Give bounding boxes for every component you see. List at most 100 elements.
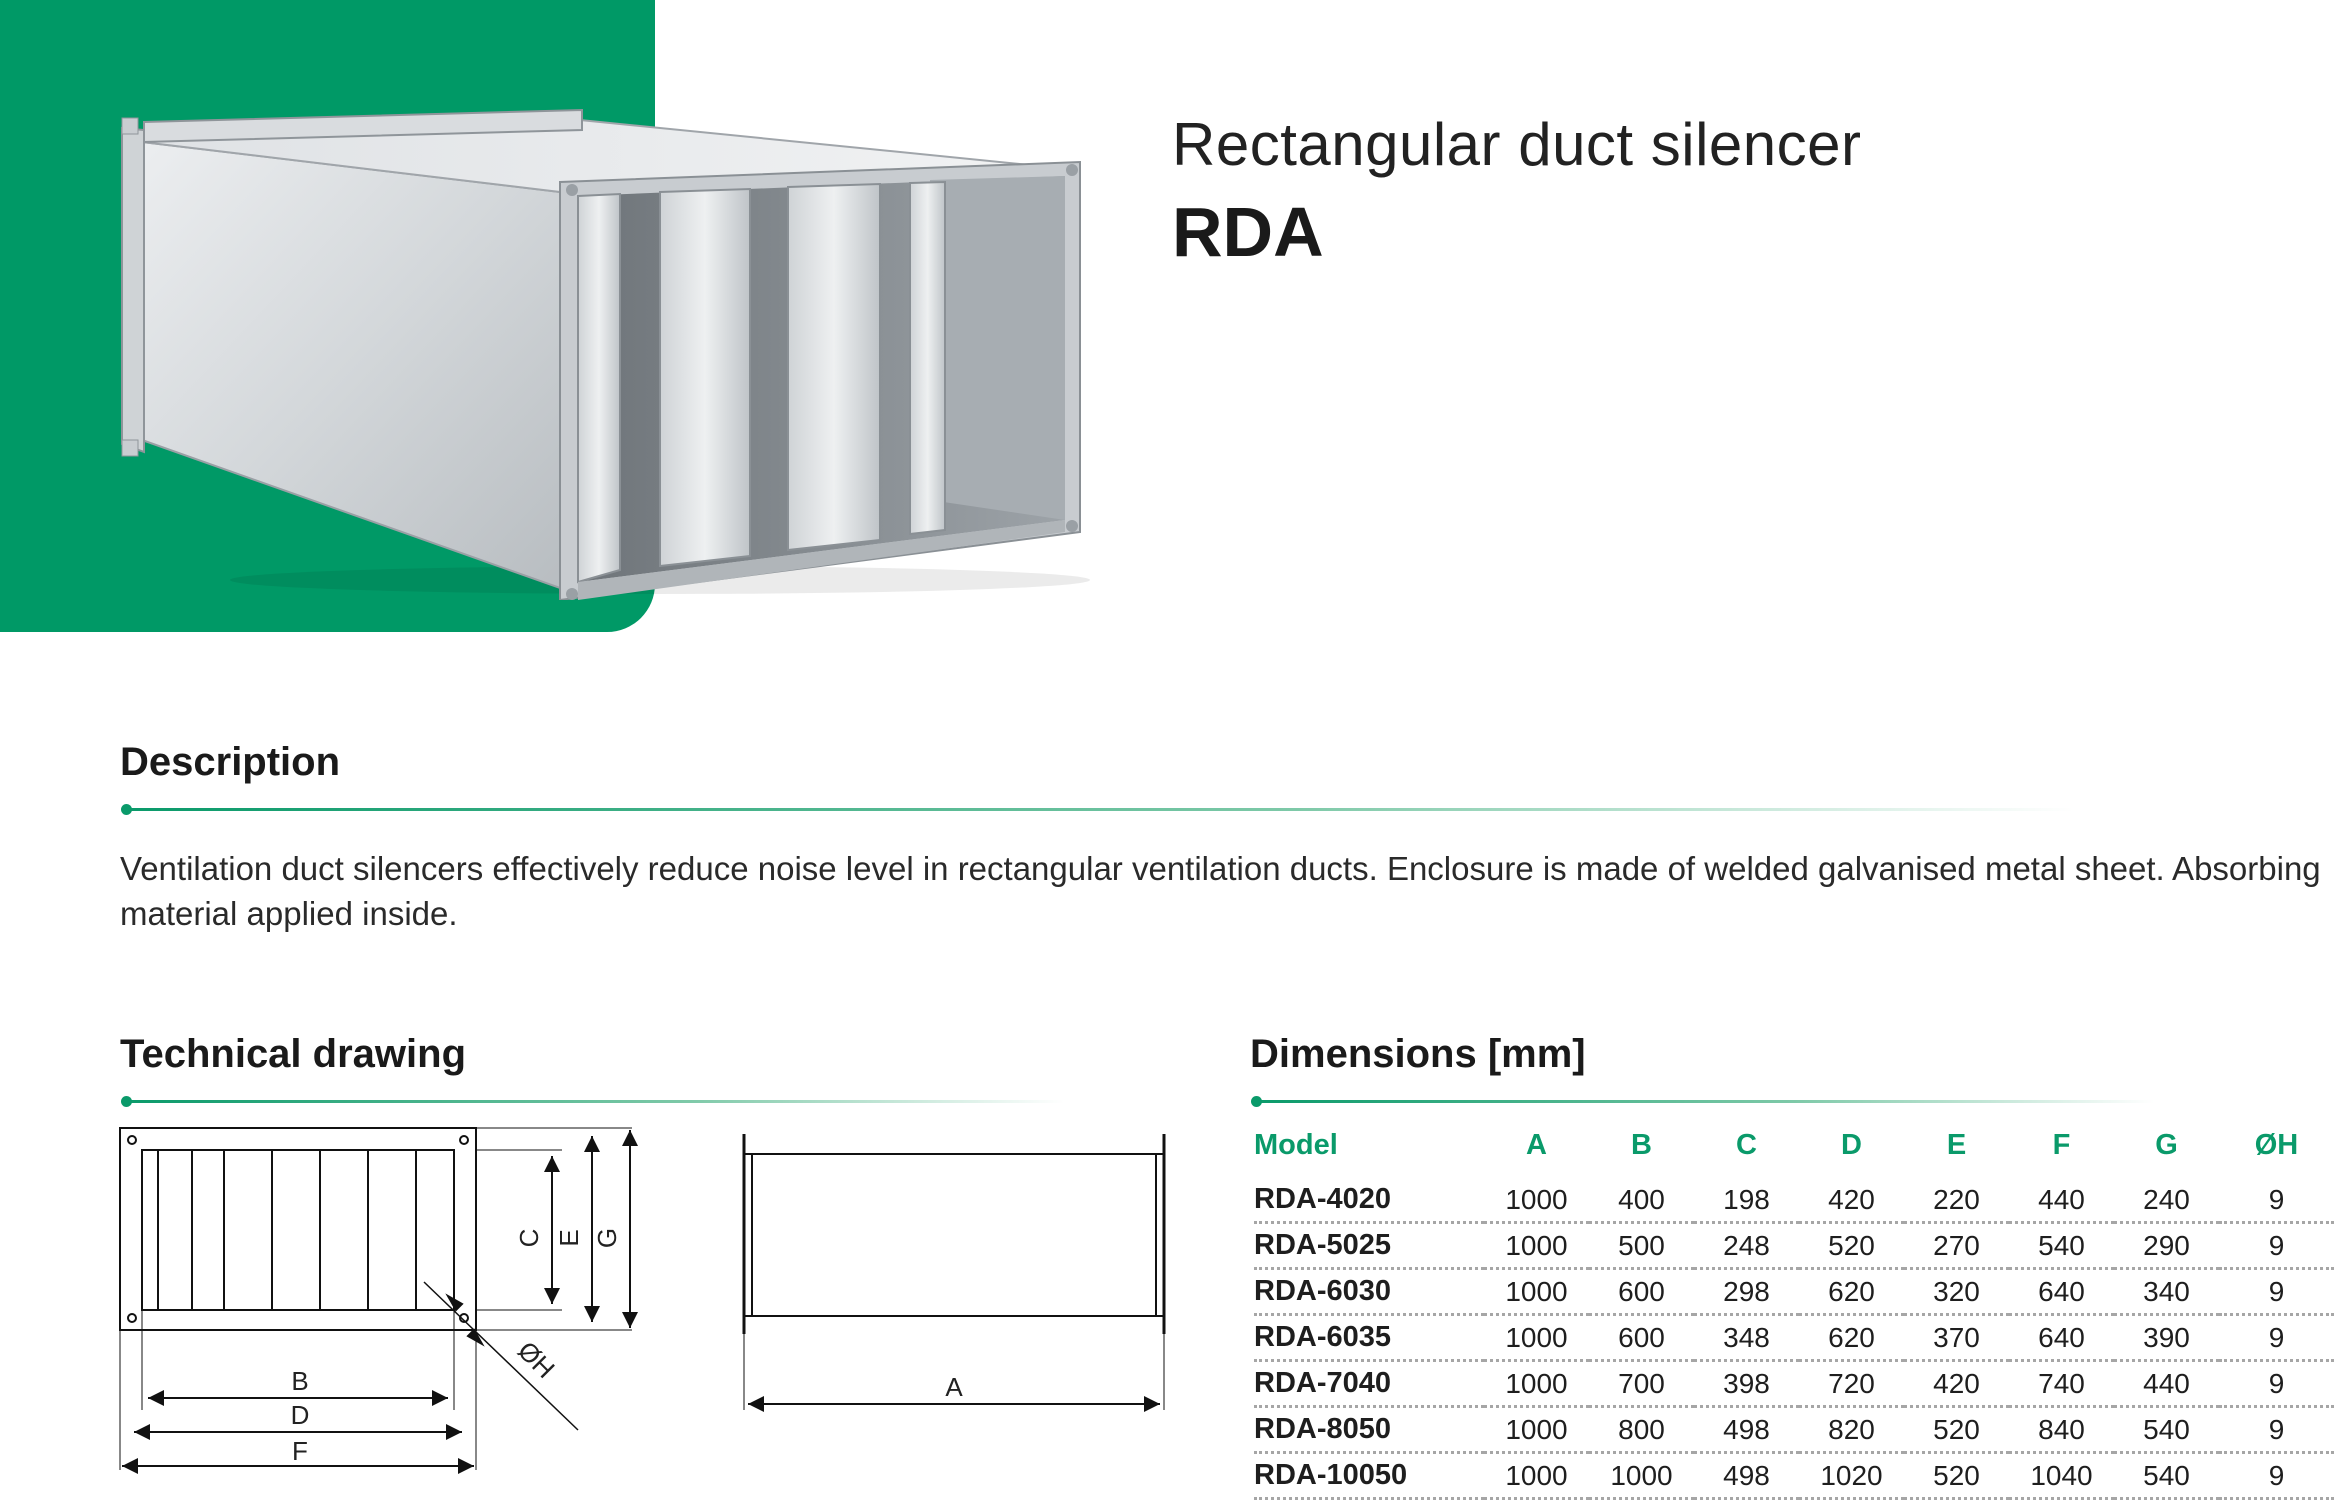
table-cell: 600 (1589, 1314, 1694, 1362)
table-cell: 400 (1589, 1172, 1694, 1224)
table-cell: 1000 (1484, 1406, 1589, 1454)
table-cell: 1000 (1589, 1452, 1694, 1500)
table-cell: 9 (2219, 1314, 2334, 1362)
table-cell: 498 (1694, 1406, 1799, 1454)
label-h: ØH (512, 1335, 561, 1384)
description-title: Description (120, 740, 341, 784)
front-view-flange (119, 1127, 477, 1331)
table-cell-model: RDA-4020 (1254, 1172, 1484, 1224)
table-cell-model: RDA-5025 (1254, 1222, 1484, 1270)
dimensions-table: Model A B C D E F G ØH RDA-4020 1000 400… (1254, 1118, 2334, 1500)
table-cell: 1000 (1484, 1268, 1589, 1316)
table-cell: 9 (2219, 1268, 2334, 1316)
table-row: RDA-6030 1000 600 298 620 320 640 340 9 (1254, 1268, 2334, 1316)
table-row: RDA-6035 1000 600 348 620 370 640 390 9 (1254, 1314, 2334, 1362)
table-row: RDA-4020 1000 400 198 420 220 440 240 9 (1254, 1172, 2334, 1224)
table-cell: 1020 (1799, 1452, 1904, 1500)
table-cell: 1000 (1484, 1452, 1589, 1500)
column-header: B (1631, 1128, 1652, 1161)
column-header: F (2052, 1128, 2071, 1161)
table-cell: 820 (1799, 1406, 1904, 1454)
table-cell: 198 (1694, 1172, 1799, 1224)
table-header-row: Model A B C D E F G ØH (1254, 1118, 2334, 1172)
column-header: E (1946, 1128, 1967, 1161)
table-row: RDA-7040 1000 700 398 720 420 740 440 9 (1254, 1360, 2334, 1408)
label-g: G (592, 1228, 622, 1248)
table-cell: 240 (2114, 1172, 2219, 1224)
table-cell: 840 (2009, 1406, 2114, 1454)
table-cell: 620 (1799, 1314, 1904, 1362)
table-cell-model: RDA-6035 (1254, 1314, 1484, 1362)
table-cell: 9 (2219, 1222, 2334, 1270)
table-cell: 740 (2009, 1360, 2114, 1408)
table-cell: 520 (1799, 1222, 1904, 1270)
table-cell: 620 (1799, 1268, 1904, 1316)
table-cell: 9 (2219, 1406, 2334, 1454)
table-cell: 800 (1589, 1406, 1694, 1454)
product-name: RDA (1172, 193, 1324, 271)
table-cell: 520 (1904, 1406, 2009, 1454)
technical-drawing: C E G B D F ØH A (119, 1127, 1166, 1474)
table-cell: 500 (1589, 1222, 1694, 1270)
table-cell: 220 (1904, 1172, 2009, 1224)
column-header: ØH (2254, 1128, 2299, 1161)
column-header: C (1736, 1128, 1757, 1161)
label-d: D (291, 1400, 310, 1430)
label-f: F (292, 1436, 308, 1466)
table-cell: 1000 (1484, 1222, 1589, 1270)
table-cell: 700 (1589, 1360, 1694, 1408)
table-cell: 540 (2114, 1406, 2219, 1454)
table-row: RDA-5025 1000 500 248 520 270 540 290 9 (1254, 1222, 2334, 1270)
table-cell: 390 (2114, 1314, 2219, 1362)
table-cell: 640 (2009, 1314, 2114, 1362)
table-cell: 9 (2219, 1172, 2334, 1224)
table-cell: 270 (1904, 1222, 2009, 1270)
label-b: B (291, 1366, 308, 1396)
column-header: A (1526, 1128, 1547, 1161)
table-cell: 640 (2009, 1268, 2114, 1316)
column-header: D (1841, 1128, 1862, 1161)
table-cell: 420 (1904, 1360, 2009, 1408)
table-cell: 440 (2114, 1360, 2219, 1408)
table-cell-model: RDA-8050 (1254, 1406, 1484, 1454)
table-cell: 540 (2114, 1452, 2219, 1500)
table-cell: 720 (1799, 1360, 1904, 1408)
technical-drawing-divider (121, 1096, 1064, 1107)
table-cell: 420 (1799, 1172, 1904, 1224)
table-cell: 320 (1904, 1268, 2009, 1316)
column-header: G (2155, 1128, 2178, 1161)
table-cell: 1040 (2009, 1452, 2114, 1500)
table-cell-model: RDA-7040 (1254, 1360, 1484, 1408)
table-cell: 370 (1904, 1314, 2009, 1362)
dimensions-title: Dimensions [mm] (1250, 1032, 1586, 1076)
label-a: A (945, 1372, 963, 1402)
table-cell: 9 (2219, 1452, 2334, 1500)
table-cell: 340 (2114, 1268, 2219, 1316)
label-c: C (514, 1229, 544, 1248)
duct-silencer-photo (121, 108, 1090, 600)
table-cell: 290 (2114, 1222, 2219, 1270)
description-text: Ventilation duct silencers effectively r… (120, 850, 2321, 932)
table-cell: 398 (1694, 1360, 1799, 1408)
table-cell-model: RDA-10050 (1254, 1452, 1484, 1500)
table-cell: 440 (2009, 1172, 2114, 1224)
table-cell: 1000 (1484, 1172, 1589, 1224)
table-cell-model: RDA-6030 (1254, 1268, 1484, 1316)
technical-drawing-title: Technical drawing (120, 1032, 466, 1076)
table-cell: 298 (1694, 1268, 1799, 1316)
label-e: E (554, 1229, 584, 1246)
column-header: Model (1254, 1128, 1338, 1161)
product-subtitle: Rectangular duct silencer (1172, 111, 1862, 178)
dimensions-divider (1251, 1096, 2154, 1107)
table-cell: 520 (1904, 1452, 2009, 1500)
table-cell: 248 (1694, 1222, 1799, 1270)
table-cell: 540 (2009, 1222, 2114, 1270)
table-row: RDA-8050 1000 800 498 820 520 840 540 9 (1254, 1406, 2334, 1454)
table-cell: 600 (1589, 1268, 1694, 1316)
table-cell: 9 (2219, 1360, 2334, 1408)
table-cell: 348 (1694, 1314, 1799, 1362)
table-cell: 1000 (1484, 1314, 1589, 1362)
table-cell: 1000 (1484, 1360, 1589, 1408)
table-cell: 498 (1694, 1452, 1799, 1500)
description-divider (121, 804, 2074, 815)
